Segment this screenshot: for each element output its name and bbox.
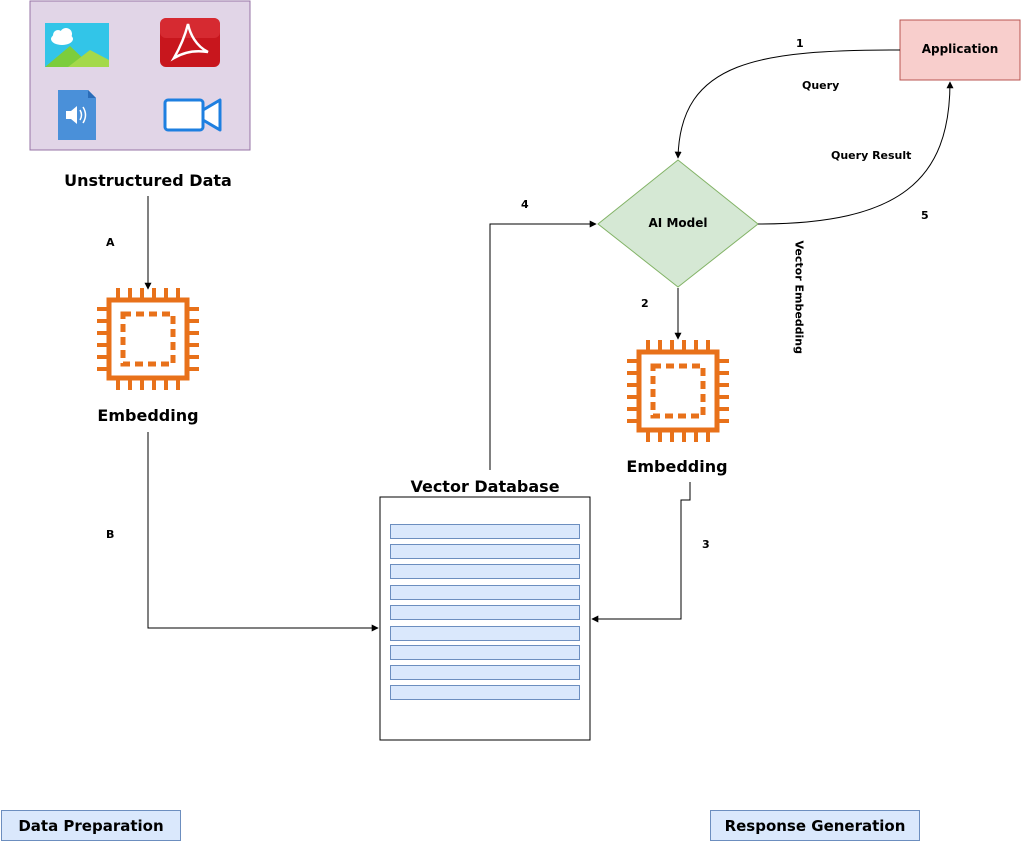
vector-database-row	[390, 524, 580, 539]
edge-label-2: 2	[641, 297, 649, 310]
vector-database-row	[390, 665, 580, 680]
vector-database-row	[390, 685, 580, 700]
vector-database-row	[390, 564, 580, 579]
edge-label-4: 4	[521, 198, 529, 211]
vector-database-row	[390, 585, 580, 600]
ai-model-diamond[interactable]	[597, 159, 759, 288]
application-label: Application	[921, 42, 999, 56]
pdf-icon	[160, 18, 220, 67]
vector-database-label: Vector Database	[410, 477, 560, 496]
edge-label-vector-embedding: Vector Embedding	[792, 240, 806, 355]
edge-label-query-result: Query Result	[831, 149, 912, 162]
edge-1-query	[674, 49, 901, 159]
audio-file-icon	[58, 90, 96, 140]
ai-model-label: AI Model	[648, 216, 708, 230]
video-camera-icon	[163, 98, 222, 132]
edge-b	[147, 432, 379, 632]
vector-database-row	[390, 605, 580, 620]
embedding-left-label: Embedding	[97, 406, 199, 425]
response-generation-label: Response Generation	[710, 810, 920, 841]
chip-icon-right	[627, 340, 729, 442]
edge-label-b: B	[106, 528, 115, 541]
edge-label-a: A	[106, 236, 115, 249]
unstructured-data-label: Unstructured Data	[64, 171, 232, 190]
vector-database-row	[390, 626, 580, 641]
vector-database-row	[390, 544, 580, 559]
application-box[interactable]	[899, 19, 1021, 81]
edge-3	[591, 482, 691, 623]
edge-label-3: 3	[702, 538, 710, 551]
vector-database-row	[390, 645, 580, 660]
chip-icon-left	[97, 288, 199, 390]
edge-label-query: Query	[802, 79, 840, 92]
edge-label-1: 1	[796, 37, 804, 50]
edge-label-5: 5	[921, 209, 929, 222]
edge-4	[489, 220, 597, 470]
embedding-right-label: Embedding	[626, 457, 728, 476]
image-icon	[45, 23, 109, 67]
edge-5-query-result	[757, 81, 954, 225]
data-preparation-label: Data Preparation	[1, 810, 181, 841]
